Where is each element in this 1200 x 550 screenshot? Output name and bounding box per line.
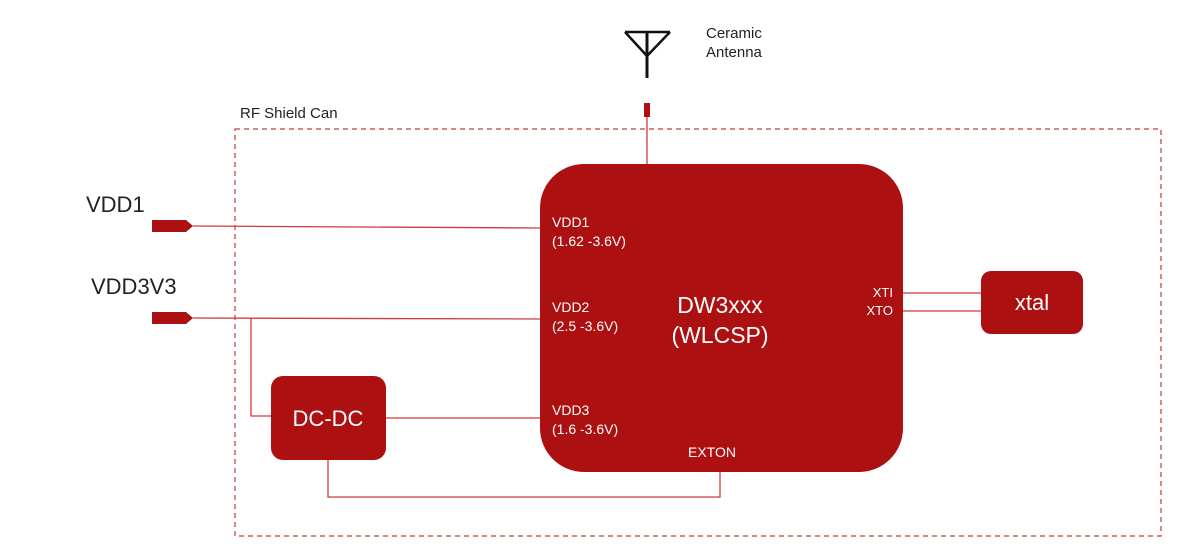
rf-shield-can-label: RF Shield Can (240, 105, 338, 122)
antenna-icon (624, 30, 671, 78)
pin-vdd2-range: (2.5 -3.6V) (552, 318, 618, 334)
vdd1-input-label: VDD1 (86, 192, 145, 217)
pin-vdd1-range: (1.62 -3.6V) (552, 233, 626, 249)
pin-vdd3-range: (1.6 -3.6V) (552, 421, 618, 437)
vdd1-connector (152, 220, 193, 232)
wire-vdd3v3 (192, 317, 541, 320)
pin-xto-label: XTO (867, 303, 894, 318)
pin-vdd1-label: VDD1 (552, 214, 590, 230)
vdd3v3-input-label: VDD3V3 (91, 274, 177, 299)
antenna-label-line2: Antenna (706, 44, 763, 61)
dcdc-block (271, 376, 386, 460)
vdd3v3-connector (152, 312, 193, 324)
chip-name-line1: DW3xxx (677, 292, 763, 318)
wire-vdd1 (192, 225, 541, 229)
pin-exton-label: EXTON (688, 444, 736, 460)
wire-dcdc-exton (327, 460, 721, 498)
antenna-feed-connector (644, 103, 650, 117)
chip-name-line2: (WLCSP) (671, 322, 768, 348)
pin-vdd3-label: VDD3 (552, 402, 590, 418)
wires (192, 225, 981, 498)
dcdc-label: DC-DC (293, 406, 364, 431)
pin-xti-label: XTI (873, 285, 893, 300)
xtal-block (981, 271, 1083, 334)
rf-shield-can-boundary (234, 128, 1162, 537)
antenna-label-line1: Ceramic (706, 25, 762, 42)
wire-vdd3v3-to-dcdc (250, 318, 271, 417)
pin-vdd2-label: VDD2 (552, 299, 590, 315)
chip-dw3xxx (540, 164, 903, 472)
xtal-label: xtal (1015, 290, 1049, 315)
